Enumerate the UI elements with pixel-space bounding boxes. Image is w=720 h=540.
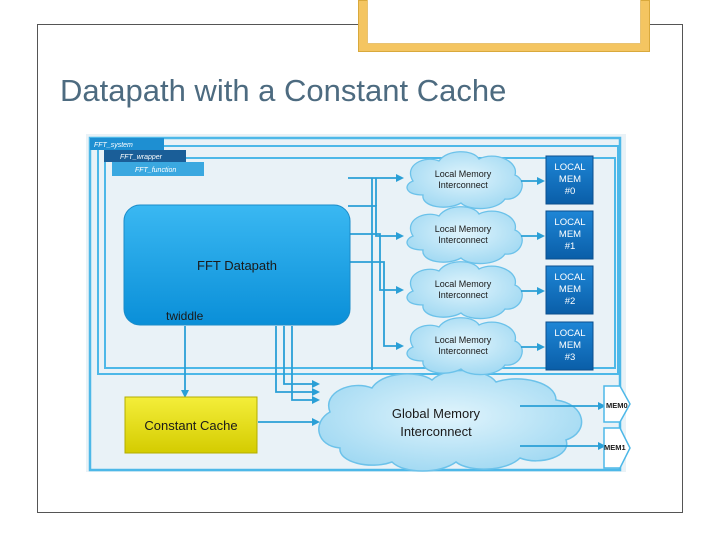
local-interconnect-label-line2: Interconnect — [438, 290, 488, 300]
twiddle-label: twiddle — [166, 309, 204, 323]
local-mem-label-line2: MEM — [559, 174, 581, 185]
local-mem-label-line3: #0 — [565, 186, 576, 197]
local-memory-interconnect-cloud — [406, 317, 523, 376]
local-memory-interconnect-cloud — [406, 261, 523, 320]
fft-system-label: FFT_system — [94, 142, 133, 149]
local-bus-lines — [348, 174, 404, 370]
fft-system-frame — [88, 136, 622, 472]
global-bus-lines — [275, 326, 320, 404]
local-interconnect-label-line1: Local Memory — [435, 279, 492, 289]
fft-function-tab — [112, 162, 204, 176]
mem1-port — [603, 427, 631, 469]
local-mem-block — [545, 265, 594, 315]
global-memory-interconnect-cloud — [318, 369, 583, 472]
local-mem-label-line1: LOCAL — [554, 217, 585, 228]
local-mem-label-line3: #1 — [565, 241, 576, 252]
fft-datapath-label: FFT Datapath — [197, 258, 277, 273]
global-interconnect-label-line1: Global Memory — [392, 406, 481, 421]
slide-title: Datapath with a Constant Cache — [60, 73, 507, 108]
local-memory-rows: Local MemoryInterconnectLOCALMEM#0Local … — [406, 151, 594, 376]
local-interconnect-label-line1: Local Memory — [435, 169, 492, 179]
local-mem-label-line2: MEM — [559, 284, 581, 295]
local-memory-interconnect-cloud — [406, 206, 523, 265]
constant-cache-label: Constant Cache — [144, 418, 237, 433]
fft-wrapper-label: FFT_wrapper — [120, 154, 163, 161]
fft-wrapper-frame — [97, 145, 619, 375]
local-memory-interconnect-cloud — [406, 151, 523, 210]
local-mem-label-line1: LOCAL — [554, 328, 585, 339]
local-mem-label-line3: #2 — [565, 296, 576, 307]
local-interconnect-label-line1: Local Memory — [435, 335, 492, 345]
fft-function-frame — [104, 157, 616, 369]
local-interconnect-label-line2: Interconnect — [438, 235, 488, 245]
local-interconnect-label-line2: Interconnect — [438, 346, 488, 356]
fft-wrapper-tab — [104, 150, 186, 162]
global-interconnect-label-line2: Interconnect — [400, 424, 472, 439]
decorative-tab-inner — [367, 0, 641, 44]
local-mem-label-line2: MEM — [559, 229, 581, 240]
mem0-port — [603, 385, 631, 423]
local-mem-block — [545, 321, 594, 371]
local-interconnect-label-line1: Local Memory — [435, 224, 492, 234]
local-mem-label-line3: #3 — [565, 352, 576, 363]
local-mem-label-line1: LOCAL — [554, 272, 585, 283]
fft-system-tab — [90, 138, 164, 150]
local-interconnect-label-line2: Interconnect — [438, 180, 488, 190]
local-mem-label-line1: LOCAL — [554, 162, 585, 173]
mem0-label: MEM0 — [606, 401, 628, 410]
mem1-label: MEM1 — [604, 443, 626, 452]
constant-cache-block — [124, 396, 258, 454]
local-mem-block — [545, 155, 594, 205]
local-mem-block — [545, 210, 594, 260]
fft-datapath-block — [123, 204, 351, 326]
fft-function-label: FFT_function — [135, 167, 176, 174]
local-mem-label-line2: MEM — [559, 340, 581, 351]
